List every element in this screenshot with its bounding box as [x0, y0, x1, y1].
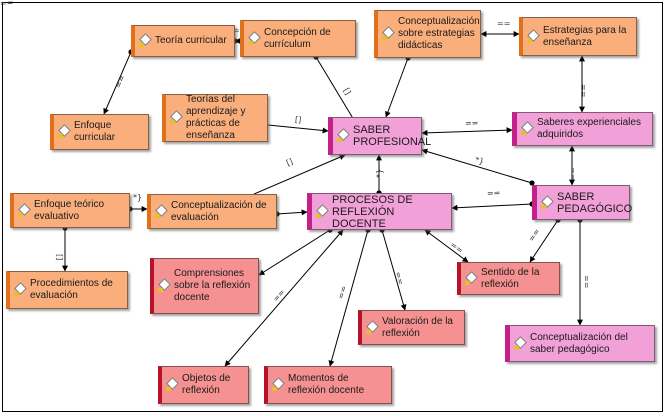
concept-memo-icon — [382, 26, 395, 40]
concept-node-conceptualizacion-evaluacion[interactable]: Conceptualización de evaluación — [147, 194, 277, 229]
concept-node-saber-pedagogico[interactable]: SABER PEDAGÓGICO — [532, 185, 633, 220]
concept-memo-icon — [158, 278, 171, 292]
concept-memo-icon — [337, 128, 350, 142]
concept-label: Sentido de la reflexión — [481, 266, 540, 290]
relation-label: == — [336, 285, 348, 300]
concept-node-teorias-aprendizaje[interactable]: Teorías del aprendizaje y prácticas de e… — [162, 94, 268, 142]
concept-label: Objetos de reflexión — [182, 373, 231, 396]
relation-procesos_reflexion-to-comprensiones — [258, 229, 331, 276]
concept-label: Enfoque teórico evaluativo — [34, 198, 105, 222]
relation-label: == — [527, 227, 542, 243]
concept-node-enfoque-curricular[interactable]: Enfoque curricular — [50, 114, 149, 150]
concept-node-momentos-reflexion[interactable]: Momentos de reflexión docente — [264, 366, 392, 404]
relation-label: [] — [285, 157, 294, 168]
concept-node-sentido-reflexion[interactable]: Sentido de la reflexión — [457, 262, 560, 295]
relation-procesos_reflexion-to-objetos_reflexion — [224, 229, 344, 367]
relation-saber_pedagogico-to-saber_profesional — [421, 148, 533, 184]
concept-memo-icon — [527, 28, 540, 43]
relation-teoria_curricular-to-enfoque_curricular — [103, 51, 132, 115]
relation-label: == — [465, 119, 479, 128]
relation-conceptualizacion_evaluacion-to-saber_profesional — [253, 154, 346, 195]
relation-label: == — [271, 288, 287, 304]
relation-label: [] — [295, 115, 302, 125]
concept-memo-icon — [541, 194, 554, 209]
concept-memo-icon — [166, 377, 179, 391]
concept-memo-icon — [521, 121, 534, 135]
concept-memo-icon — [465, 270, 478, 285]
relation-label: == — [568, 167, 577, 180]
relation-teorias_aprendizaje-to-saber_profesional — [267, 124, 329, 134]
relation-saber_pedagogico-to-sentido_reflexion — [529, 219, 559, 263]
relation-label: == — [579, 84, 588, 97]
concept-node-saberes-experienciales[interactable]: Saberes experienciales adquiridos — [512, 112, 653, 146]
relation-label: *} — [474, 155, 485, 166]
relation-procesos_reflexion-to-sentido_reflexion — [424, 229, 469, 263]
concept-node-procedimientos-evaluacion[interactable]: Procedimientos de evaluación — [6, 271, 128, 309]
concept-memo-icon — [272, 377, 285, 391]
concept-memo-icon — [170, 110, 183, 124]
concept-node-enfoque-evaluativo[interactable]: Enfoque teórico evaluativo — [10, 193, 130, 228]
concept-label: Concepción de currículum — [264, 26, 331, 50]
concept-node-procesos-reflexion[interactable]: PROCESOS DE REFLEXIÓN DOCENTE — [307, 193, 452, 230]
relation-label: *} — [375, 169, 384, 178]
concept-label: PROCESOS DE REFLEXIÓN DOCENTE — [332, 193, 413, 230]
concept-node-conceptualizacion-saber-pedagogico[interactable]: Conceptualización del saber pedagógico — [505, 325, 655, 362]
concept-node-concepcion-curriculum[interactable]: Concepción de currículum — [240, 20, 356, 57]
concept-memo-icon — [366, 319, 379, 334]
concept-label: Saberes experienciales adquiridos — [537, 117, 641, 140]
relation-origin-dot — [529, 180, 535, 186]
relation-saber_profesional-to-saberes_experienciales — [421, 127, 513, 136]
concept-label: Momentos de reflexión docente — [288, 373, 365, 396]
concept-label: SABER PROFESIONAL — [353, 124, 432, 148]
concept-label: Teorías del aprendizaje y prácticas de e… — [186, 94, 246, 141]
concept-memo-icon — [58, 124, 71, 138]
relation-label: == — [0, 0, 14, 8]
concept-label: Conceptualización sobre estrategias didá… — [398, 16, 480, 51]
concept-memo-icon — [139, 33, 152, 47]
concept-node-comprensiones[interactable]: Comprensiones sobre la reflexión docente — [150, 258, 259, 314]
relation-conceptualizacion_evaluacion-to-procesos_reflexion — [276, 209, 308, 216]
relation-conceptualizacion_estrategias-to-saber_profesional — [385, 57, 409, 118]
concept-memo-icon — [14, 282, 27, 296]
relation-label: [] — [55, 254, 64, 260]
concept-label: Comprensiones sobre la reflexión docente — [174, 268, 251, 303]
relation-label: == — [449, 240, 465, 255]
concept-label: Estrategias para la enseñanza — [543, 24, 627, 48]
relation-label: *} — [133, 193, 142, 202]
concept-label: Valoración de la reflexión — [382, 315, 453, 339]
concept-label: Enfoque curricular — [74, 120, 116, 143]
concept-node-saber-profesional[interactable]: SABER PROFESIONAL — [328, 117, 431, 155]
concept-node-estrategias-ensenanza[interactable]: Estrategias para la enseñanza — [519, 17, 637, 56]
relation-label: == — [497, 19, 510, 28]
relation-label: == — [487, 188, 501, 198]
relation-label: == — [393, 271, 405, 286]
concept-label: Conceptualización de evaluación — [171, 199, 267, 223]
concept-label: Teoría curricular — [155, 35, 227, 46]
relation-procesos_reflexion-to-valoracion_reflexion — [381, 229, 407, 311]
concept-node-conceptualizacion-estrategias[interactable]: Conceptualización sobre estrategias didá… — [374, 10, 481, 58]
concept-memo-icon — [155, 203, 168, 218]
concept-label: Conceptualización del saber pedagógico — [530, 331, 628, 355]
relation-label: == — [113, 74, 127, 90]
concept-label: SABER PEDAGÓGICO — [557, 190, 633, 215]
concept-node-teoria-curricular[interactable]: Teoría curricular — [131, 25, 235, 57]
relation-procesos_reflexion-to-momentos_reflexion — [328, 229, 369, 367]
concept-label: Procedimientos de evaluación — [30, 278, 113, 301]
relation-saber_pedagogico-to-procesos_reflexion — [451, 203, 533, 211]
relation-label: == — [582, 275, 591, 288]
concept-memo-icon — [18, 202, 31, 217]
concept-memo-icon — [316, 203, 329, 218]
concept-memo-icon — [514, 335, 527, 350]
concept-memo-icon — [248, 30, 261, 45]
relation-label: [] — [342, 86, 353, 96]
concept-node-valoracion-reflexion[interactable]: Valoración de la reflexión — [358, 310, 465, 345]
concept-node-objetos-reflexion[interactable]: Objetos de reflexión — [158, 366, 249, 404]
